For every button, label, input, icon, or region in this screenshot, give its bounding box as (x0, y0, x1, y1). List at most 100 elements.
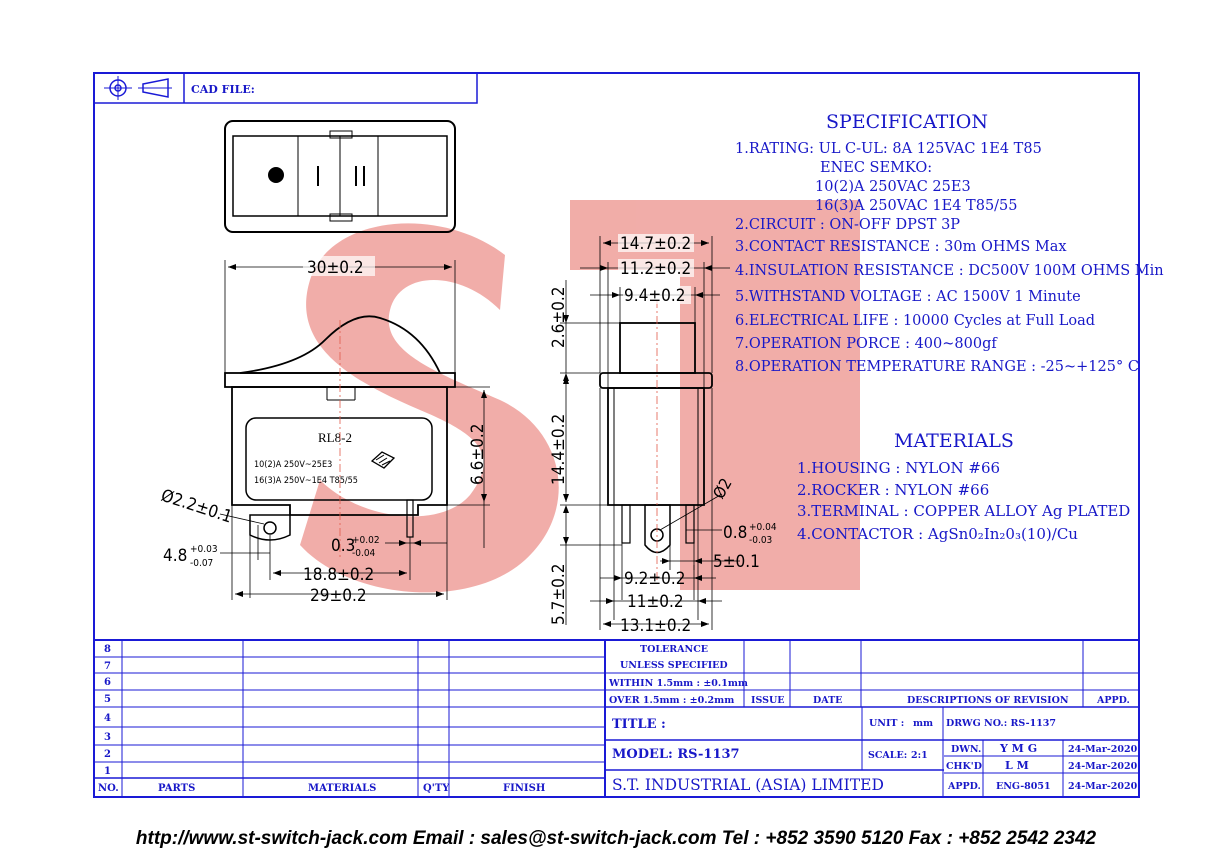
header-materials: MATERIALS (308, 783, 376, 794)
spec-line-5: 2.CIRCUIT : ON-OFF DPST 3P (735, 217, 960, 233)
materials-block: MATERIALS 1.HOUSING : NYLON #66 2.ROCKER… (797, 430, 1130, 543)
appd-value: ENG-8051 (996, 781, 1051, 792)
tolerance-over: OVER 1.5mm : ±0.2mm (609, 695, 734, 706)
dim-bot-92: 9.2±0.2 (624, 569, 685, 589)
spec-line-1: 1.RATING: UL C-UL: 8A 125VAC 1E4 T85 (735, 141, 1042, 157)
dim-base-width: 29±0.2 (310, 586, 367, 606)
dim-top-112: 11.2±0.2 (620, 259, 691, 279)
unit-label: UNIT : (869, 718, 904, 729)
dim-terminal-thk-base: 0.3 (331, 536, 355, 556)
dim-term-thk-base: 0.8 (723, 523, 747, 543)
spec-line-10: 7.OPERATION PORCE : 400~800gf (735, 336, 998, 352)
appd-date: 24-Mar-2020 (1068, 781, 1138, 792)
dim-bot-11: 11±0.2 (627, 592, 684, 612)
spec-line-7: 4.INSULATION RESISTANCE : DC500V 100M OH… (735, 263, 1164, 279)
spec-line-2: ENEC SEMKO: (820, 160, 932, 176)
row-num-7: 7 (104, 661, 111, 672)
dim-term-thk-down: -0.03 (749, 535, 772, 546)
parts-table (94, 639, 1139, 797)
header-no: NO. (98, 783, 119, 794)
dim-hole-dia: Ø2.2±0.1 (158, 486, 234, 528)
dwn-label: DWN. (951, 744, 981, 755)
title-label: TITLE : (612, 717, 666, 732)
header-finish: FINISH (503, 783, 545, 794)
dim-hole-offset-base: 4.8 (163, 546, 187, 566)
materials-line-4: 4.CONTACTOR : AgSn0₂In₂0₃(10)/Cu (797, 525, 1078, 543)
row-num-6: 6 (104, 677, 111, 688)
dim-terminal-thk-up: +0.02 (352, 535, 380, 546)
rev-issue-header: ISSUE (751, 695, 784, 706)
off-symbol-icon (268, 167, 284, 183)
row-num-3: 3 (104, 732, 111, 743)
rev-appd-header: APPD. (1096, 695, 1130, 706)
drawing-number: DRWG NO.: RS-1137 (946, 718, 1056, 729)
rev-descriptions-header: DESCRIPTIONS OF REVISION (907, 695, 1069, 706)
materials-line-3: 3.TERMINAL : COPPER ALLOY Ag PLATED (797, 502, 1130, 520)
rating-line-2: 16(3)A 250V~1E4 T85/55 (254, 476, 358, 486)
dim-hole-offset-up: +0.03 (190, 544, 218, 555)
materials-line-1: 1.HOUSING : NYLON #66 (797, 459, 1000, 477)
dim-rocker-h: 2.6±0.2 (549, 287, 569, 348)
header-qty: Q'TY (423, 783, 450, 794)
spec-title: SPECIFICATION (826, 111, 988, 133)
spec-line-6: 3.CONTACT RESISTANCE : 30m OHMS Max (735, 239, 1067, 255)
unit-value: mm (913, 718, 933, 729)
dim-hole-offset-down: -0.07 (190, 558, 213, 569)
row-num-1: 1 (104, 766, 111, 777)
materials-title: MATERIALS (894, 430, 1014, 452)
tolerance-title: TOLERANCE (640, 644, 708, 655)
sheet-border (93, 72, 1140, 798)
watermark-letter-s (300, 223, 559, 593)
dim-gap: 5±0.1 (713, 552, 760, 572)
title-block-text: TOLERANCE UNLESS SPECIFIED WITHIN 1.5mm … (608, 644, 1138, 794)
dwn-date: 24-Mar-2020 (1068, 744, 1138, 755)
projection-symbol-icon (104, 76, 172, 100)
row-num-8: 8 (104, 644, 111, 655)
st-watermark (300, 200, 860, 593)
dim-top-94: 9.4±0.2 (624, 286, 685, 306)
dim-term-thk-up: +0.04 (749, 522, 777, 533)
dim-top-147: 14.7±0.2 (620, 234, 691, 254)
spec-line-3: 10(2)A 250VAC 25E3 (815, 179, 971, 195)
tolerance-sub: UNLESS SPECIFIED (620, 660, 728, 671)
cert-mark-icon (370, 451, 396, 469)
scale-value: 2:1 (911, 750, 928, 761)
row-num-5: 5 (104, 694, 111, 705)
model-label: MODEL: RS-1137 (612, 747, 740, 762)
rocker-top-view (224, 120, 456, 233)
dim-height-body: 6.6±0.2 (468, 424, 488, 485)
specification-block: SPECIFICATION 1.RATING: UL C-UL: 8A 125V… (735, 111, 1164, 375)
dim-width-top: 30±0.2 (307, 258, 364, 278)
chkd-value: L M (1005, 759, 1029, 772)
spec-line-8: 5.WITHSTAND VOLTAGE : AC 1500V 1 Minute (735, 289, 1081, 305)
dim-pitch: 18.8±0.2 (303, 565, 374, 585)
appd-label: APPD. (947, 781, 981, 792)
row-num-2: 2 (104, 749, 111, 760)
parts-table-text: 8 7 6 5 4 3 2 1 NO. PARTS MATERIALS Q'TY… (98, 644, 545, 794)
materials-line-2: 2.ROCKER : NYLON #66 (797, 481, 989, 499)
chkd-label: CHK'D (946, 761, 982, 772)
dim-bot-131: 13.1±0.2 (620, 616, 691, 636)
side-view: 14.7±0.2 11.2±0.2 9.4±0.2 2.6±0.2 14.4±0… (549, 234, 777, 636)
company-name: S.T. INDUSTRIAL (ASIA) LIMITED (612, 776, 884, 794)
cad-file-label: CAD FILE: (191, 83, 255, 96)
spec-line-4: 16(3)A 250VAC 1E4 T85/55 (815, 198, 1018, 214)
header-parts: PARTS (158, 783, 195, 794)
chkd-date: 24-Mar-2020 (1068, 761, 1138, 772)
row-num-4: 4 (104, 713, 111, 724)
dim-body-h: 14.4±0.2 (549, 414, 569, 485)
part-label: RL8-2 (318, 430, 352, 445)
dwn-value: Y M G (999, 742, 1037, 755)
watermark-letter-t-stem (680, 260, 860, 590)
scale-label: SCALE: (868, 750, 907, 761)
spec-line-9: 6.ELECTRICAL LIFE : 10000 Cycles at Full… (735, 313, 1095, 329)
title-block-lines (605, 640, 1139, 797)
rev-date-header: DATE (813, 695, 842, 706)
dim-terminal-thk-down: -0.04 (352, 548, 376, 559)
front-view: RL8-2 10(2)A 250V~25E3 16(3)A 250V~1E4 T… (158, 256, 490, 606)
header-box: CAD FILE: (93, 72, 478, 104)
contact-footer: http://www.st-switch-jack.com Email : sa… (135, 828, 1097, 849)
rating-line-1: 10(2)A 250V~25E3 (254, 460, 332, 470)
dim-term-h: 5.7±0.2 (549, 564, 569, 625)
